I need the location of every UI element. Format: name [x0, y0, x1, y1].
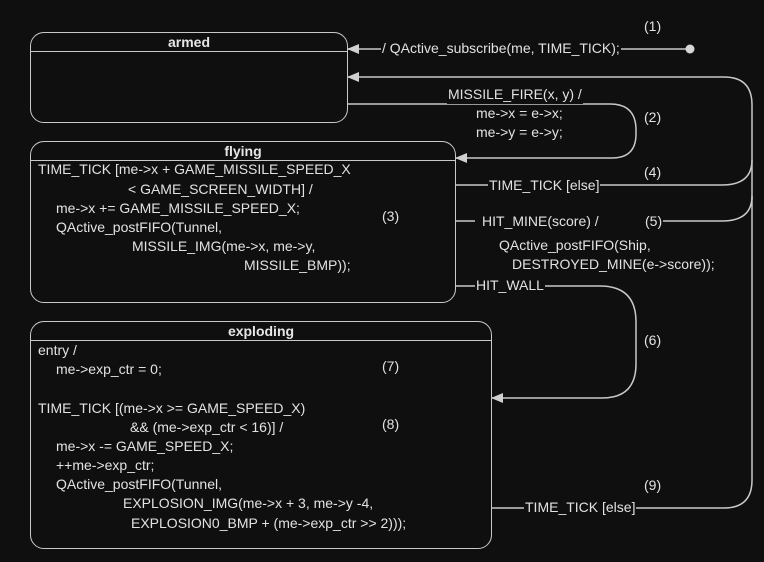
t1-marker: (1)	[644, 18, 662, 34]
t5-path	[491, 195, 753, 509]
flying-body-line: < GAME_SCREEN_WIDTH] /	[128, 181, 313, 197]
exploding-body-line: ++me->exp_ctr;	[56, 457, 155, 473]
t9-label[interactable]: TIME_TICK [else]	[524, 498, 637, 517]
t6-label[interactable]: HIT_WALL	[475, 276, 545, 295]
flying-body-line: MISSILE_IMG(me->x, me->y,	[132, 238, 316, 254]
t5-label-line: QActive_postFIFO(Ship,	[499, 237, 651, 253]
t5-label[interactable]: HIT_MINE(score) /	[481, 212, 600, 231]
flying-body-line: MISSILE_BMP));	[244, 257, 351, 273]
state-exploding-title: exploding	[31, 322, 491, 341]
state-armed[interactable]: armed	[30, 32, 348, 123]
initial-pseudostate-dot	[685, 44, 695, 54]
flying-body-line: TIME_TICK [me->x + GAME_MISSILE_SPEED_X	[38, 161, 351, 177]
state-flying[interactable]: flying	[30, 141, 456, 303]
return-to-armed-path	[347, 72, 753, 200]
exploding-entry-marker: (7)	[382, 358, 400, 374]
t2-marker: (2)	[644, 109, 662, 125]
exploding-body-line: QActive_postFIFO(Tunnel,	[56, 476, 222, 492]
t4-label[interactable]: TIME_TICK [else]	[488, 176, 601, 195]
state-exploding[interactable]: exploding	[30, 321, 492, 549]
t5-label-line: DESTROYED_MINE(e->score));	[512, 256, 715, 272]
state-armed-title: armed	[31, 33, 347, 52]
exploding-body-line: && (me->exp_ctr < 16)] /	[130, 419, 284, 435]
t2-label-line: me->y = e->y;	[476, 124, 563, 140]
t4-marker: (4)	[644, 164, 662, 180]
t5-marker: (5)	[644, 212, 664, 231]
exploding-entry-line: me->exp_ctr = 0;	[56, 361, 162, 377]
flying-marker: (3)	[382, 208, 400, 224]
t2-label-line: me->x = e->x;	[476, 105, 563, 121]
exploding-entry-line: entry /	[38, 342, 77, 358]
t2-label[interactable]: MISSILE_FIRE(x, y) /	[447, 85, 583, 104]
exploding-body-line: EXPLOSION_IMG(me->x + 3, me->y -4,	[123, 495, 374, 511]
t6-marker: (6)	[644, 332, 662, 348]
t1-label[interactable]: / QActive_subscribe(me, TIME_TICK);	[381, 39, 621, 58]
exploding-body-line: me->x -= GAME_SPEED_X;	[56, 438, 234, 454]
t9-marker: (9)	[644, 477, 662, 493]
state-flying-title: flying	[31, 142, 455, 161]
exploding-body-line: EXPLOSION0_BMP + (me->exp_ctr >> 2)));	[131, 515, 407, 531]
t2-path	[347, 103, 637, 163]
t4-path	[455, 159, 753, 186]
flying-body-line: QActive_postFIFO(Tunnel,	[56, 219, 222, 235]
exploding-body-marker: (8)	[382, 416, 400, 432]
flying-body-line: me->x += GAME_MISSILE_SPEED_X;	[56, 200, 300, 216]
t6-path	[455, 285, 637, 403]
exploding-body-line: TIME_TICK [(me->x >= GAME_SPEED_X)	[38, 400, 306, 416]
